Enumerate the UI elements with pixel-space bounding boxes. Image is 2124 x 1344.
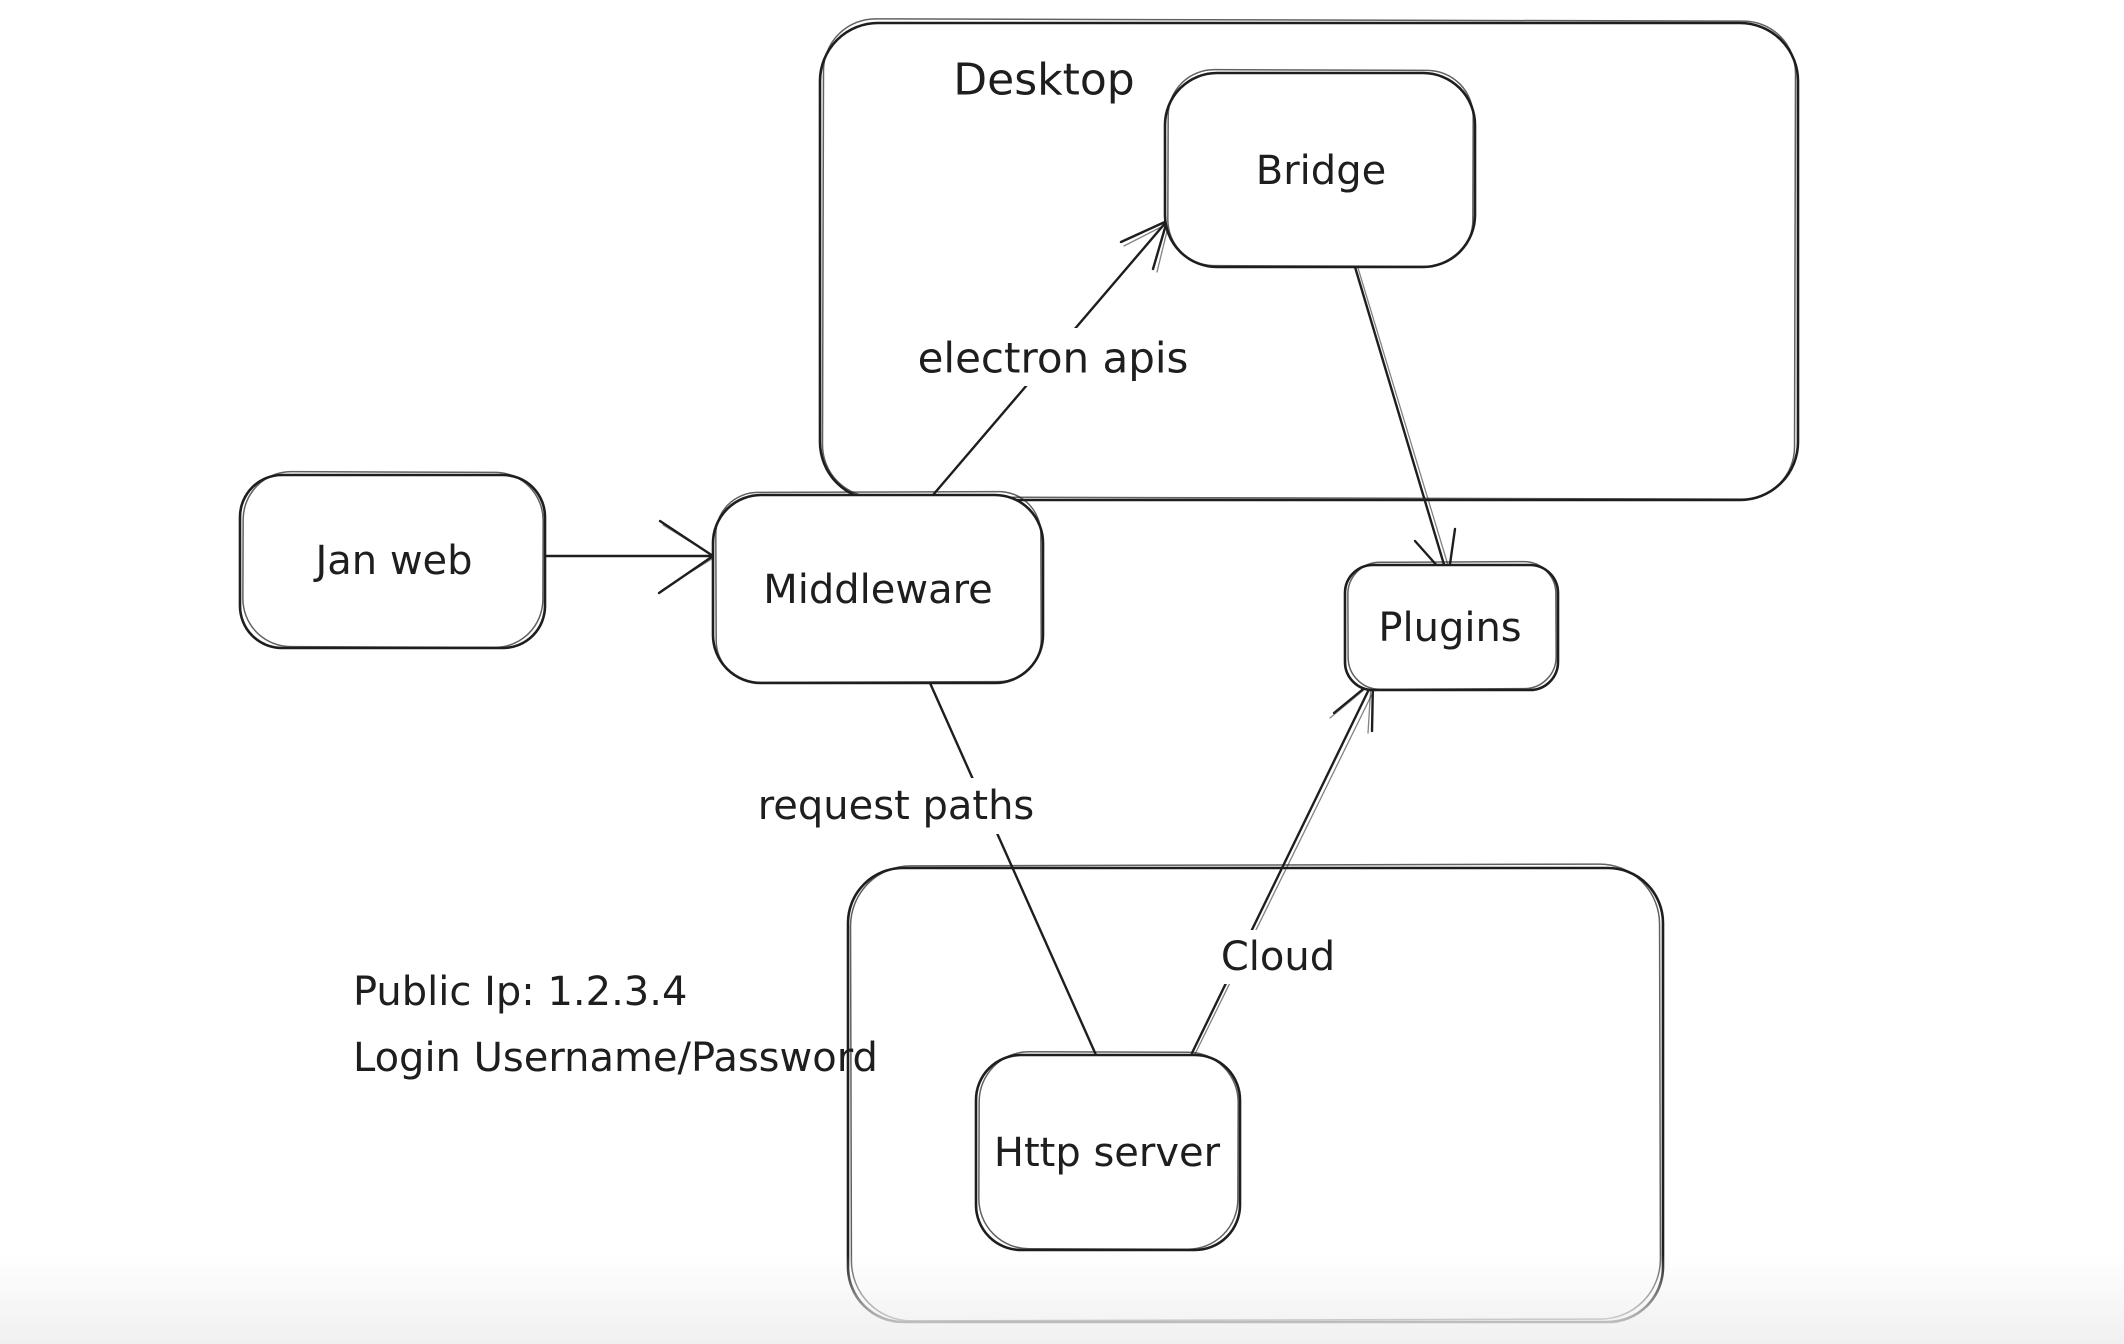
node-plugins[interactable]: Plugins (1343, 560, 1560, 692)
edge-label-request-paths[interactable]: request paths (748, 778, 1044, 834)
middleware-box-sketch (715, 490, 1042, 684)
desktop-box-sketch (821, 18, 1797, 500)
bridge-box[interactable] (1163, 71, 1477, 269)
plugins-label: Plugins (1378, 605, 1521, 651)
http-server-box[interactable] (974, 1053, 1242, 1252)
edge-bridge-to-plugins[interactable] (1353, 265, 1457, 580)
edge-line-sketch (1357, 267, 1452, 576)
jan-web-box-sketch (242, 470, 544, 649)
container-label-cloud[interactable]: Cloud (1216, 930, 1340, 984)
container-desktop[interactable]: Desktop (818, 18, 1800, 502)
plugins-box-sketch (1347, 560, 1557, 691)
note-login[interactable]: Login Username/Password (353, 1035, 878, 1081)
middleware-label: Middleware (763, 567, 993, 613)
node-bridge[interactable]: Bridge (1163, 68, 1477, 269)
jan-web-label: Jan web (312, 538, 472, 584)
label-backdrop (920, 328, 1188, 386)
middleware-box[interactable] (711, 493, 1045, 685)
node-jan-web[interactable]: Jan web (238, 470, 547, 650)
desktop-label: Desktop (953, 55, 1134, 106)
electron-apis-label: electron apis (918, 334, 1189, 383)
bridge-label: Bridge (1256, 148, 1386, 194)
plugins-box[interactable] (1343, 563, 1560, 692)
edge-line-sketch (1194, 683, 1378, 1055)
request-paths-label: request paths (758, 783, 1035, 829)
edge-line[interactable] (1353, 265, 1450, 580)
node-http-server[interactable]: Http server (974, 1050, 1242, 1252)
http-server-label: Http server (994, 1130, 1221, 1176)
edge-label-electron-apis[interactable]: electron apis (918, 328, 1189, 386)
edge-line[interactable] (928, 681, 1098, 1057)
cloud-label: Cloud (1221, 934, 1335, 980)
arrowhead-sketch (661, 524, 716, 591)
bottom-fade (0, 1254, 2124, 1344)
bridge-box-sketch (1167, 68, 1474, 268)
edge-jan-web-to-middleware[interactable] (543, 519, 716, 595)
desktop-box[interactable] (818, 21, 1800, 502)
edge-line[interactable] (1190, 679, 1375, 1055)
jan-web-box[interactable] (238, 473, 547, 650)
label-backdrop (748, 778, 1044, 834)
label-backdrop (1216, 930, 1340, 984)
edge-middleware-to-http-server[interactable] (928, 681, 1098, 1057)
http-server-box-sketch (978, 1050, 1239, 1251)
notes-text[interactable]: Public Ip: 1.2.3.4 Login Username/Passwo… (353, 969, 878, 1081)
node-middleware[interactable]: Middleware (711, 490, 1045, 685)
note-public-ip[interactable]: Public Ip: 1.2.3.4 (353, 969, 687, 1015)
